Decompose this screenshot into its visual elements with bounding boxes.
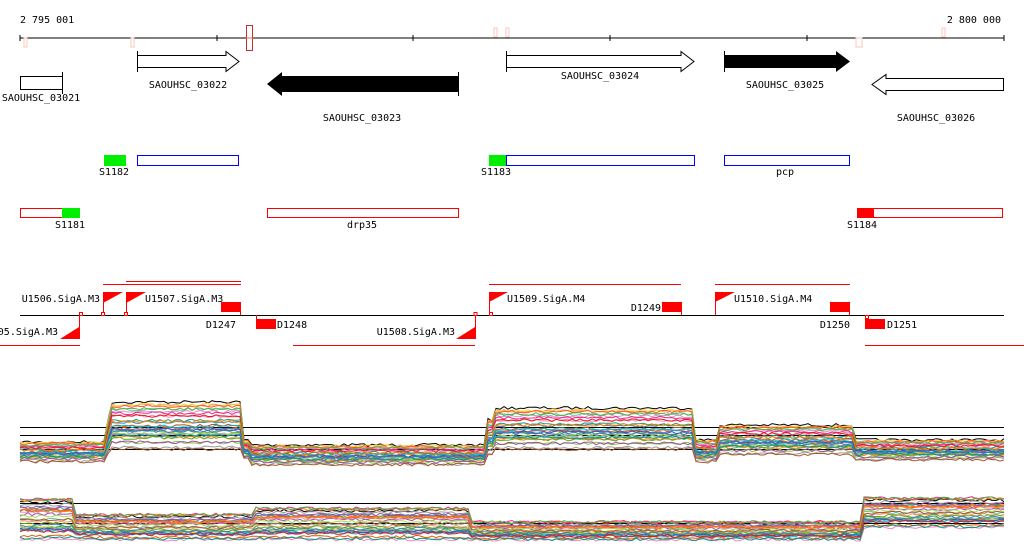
expression-profile-line [19,501,1005,528]
feature-s1184[interactable] [857,208,874,218]
ruler-start-label: 2 795 001 [20,15,74,26]
feature-label: S1181 [55,220,85,231]
expression-profile-line [20,496,1005,525]
gene-saouhsc-03021[interactable]: SAOUHSC_03021 [2,72,80,104]
terminator-d1248[interactable]: D1248 [256,315,307,331]
gene-label: SAOUHSC_03022 [149,80,227,91]
feature-track-2: S1181 drp35 S1184 [20,208,1003,231]
feature-s1183[interactable] [489,155,506,166]
expression-profile-line [20,406,1005,450]
feature-drp35[interactable] [267,208,459,218]
feature-label: S1183 [481,167,511,178]
expression-profile-line [19,404,1005,449]
feature-box[interactable] [506,155,695,166]
promoter-u1505[interactable]: U1505.SigA.M3 [0,312,83,340]
expression-profile-line [19,524,1005,542]
gene-label: SAOUHSC_03025 [746,80,824,91]
terminator-d1251[interactable]: D1251 [865,315,917,332]
promoter-label: U1506.SigA.M3 [22,294,100,305]
expression-profile-line [19,447,1005,467]
expression-profile-line [19,515,1005,536]
expression-profile-line [19,508,1005,532]
expression-profile-line [19,510,1005,533]
promoter-u1509[interactable]: U1509.SigA.M4 [489,292,585,316]
terminator-label: D1247 [206,320,236,331]
expression-profile-line [19,424,1005,457]
site-markers [23,27,946,48]
feature-box[interactable] [137,155,239,166]
feature-track-1: S1182 S1183 pcp [99,155,850,178]
expression-profile-line [19,402,1005,449]
expression-track-2 [19,496,1005,542]
expression-track-1 [19,400,1005,467]
promoter-label: U1510.SigA.M4 [734,294,812,305]
expression-profile-line [19,411,1005,452]
expression-profile-line [19,445,1005,466]
feature-pcp[interactable] [724,155,850,166]
promoter-label: U1505.SigA.M3 [0,327,58,338]
feature-label: pcp [776,167,794,178]
feature-label: S1184 [847,220,877,231]
expression-profile-line [19,440,1005,464]
coordinate-ruler: 2 795 001 2 800 000 [19,15,1005,51]
terminator-d1250[interactable]: D1250 [820,302,850,331]
gene-label: SAOUHSC_03026 [897,113,975,124]
promoter-label: U1508.SigA.M3 [377,327,455,338]
terminator-label: D1250 [820,320,850,331]
expression-profile-line [19,433,1005,462]
expression-profile-line [19,419,1005,456]
gene-saouhsc-03022[interactable]: SAOUHSC_03022 [137,50,240,91]
feature-s1182[interactable] [104,155,126,166]
expression-profile-line [19,440,1005,464]
terminator-d1249[interactable]: D1249 [631,302,682,315]
gene-saouhsc-03023[interactable]: SAOUHSC_03023 [267,72,459,124]
terminator-label: D1248 [277,320,307,331]
expression-profile-line [19,413,1005,453]
terminator-d1247[interactable]: D1247 [206,302,241,331]
promoter-label: U1507.SigA.M3 [145,294,223,305]
promoter-label: U1509.SigA.M4 [507,294,585,305]
promoter-u1506[interactable]: U1506.SigA.M3 [22,292,123,316]
gene-track: SAOUHSC_03021 SAOUHSC_03022 SAOUHSC_0302… [2,50,1004,125]
feature-box[interactable] [857,208,1003,218]
gene-saouhsc-03026[interactable]: SAOUHSC_03026 [871,73,1004,125]
expression-profile-line [19,429,1005,460]
gene-saouhsc-03024[interactable]: SAOUHSC_03024 [506,50,695,82]
promoter-u1508[interactable]: U1508.SigA.M3 [377,312,478,340]
terminator-label: D1249 [631,303,661,314]
terminator-label: D1251 [887,320,917,331]
gene-label: SAOUHSC_03024 [561,71,639,82]
gene-saouhsc-03025[interactable]: SAOUHSC_03025 [724,51,850,91]
promoter-u1510[interactable]: U1510.SigA.M4 [715,292,812,315]
feature-s1181[interactable] [62,208,80,218]
gene-label: SAOUHSC_03023 [323,113,401,124]
feature-label: drp35 [347,220,377,231]
ruler-end-label: 2 800 000 [947,15,1001,26]
gene-label: SAOUHSC_03021 [2,93,80,104]
feature-label: S1182 [99,167,129,178]
promoter-terminator-track: U1505.SigA.M3 U1506.SigA.M3 U1507.SigA.M… [0,281,1024,346]
expression-profile-line [19,504,1005,529]
promoter-u1507[interactable]: U1507.SigA.M3 [124,292,224,316]
